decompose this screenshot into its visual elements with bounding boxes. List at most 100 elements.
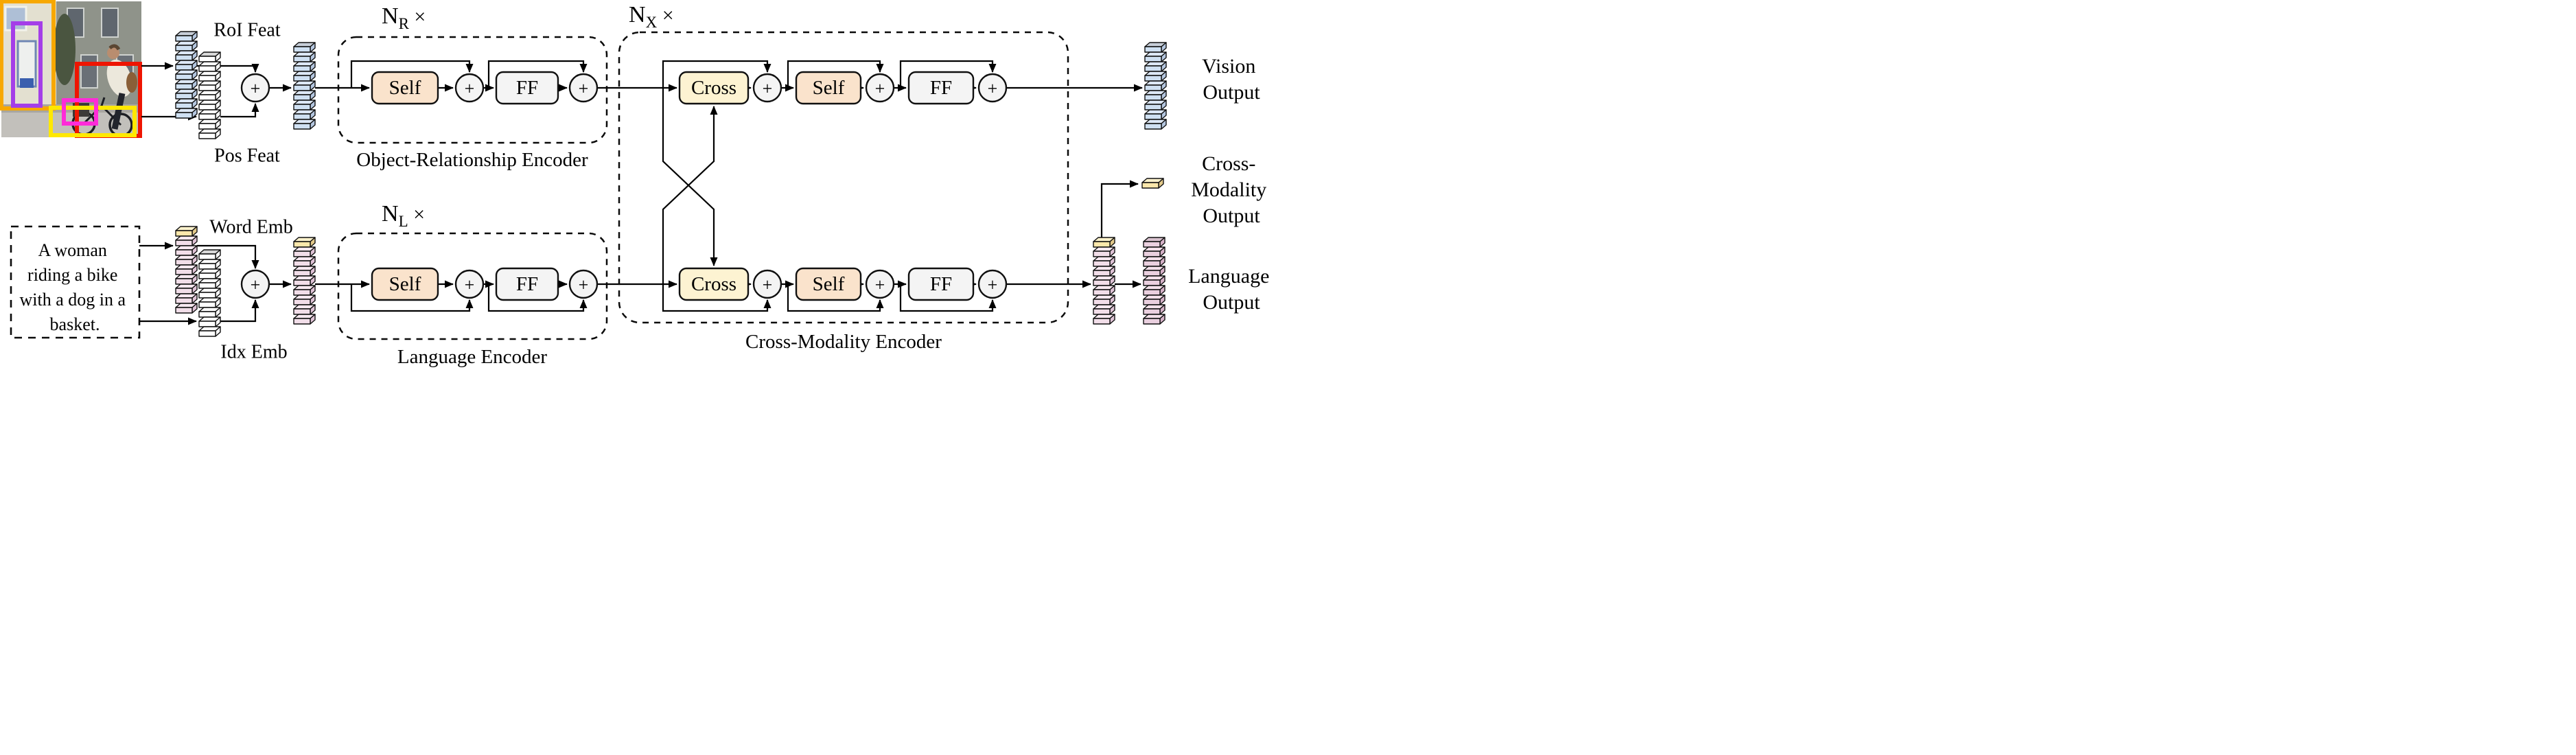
idx-emb-label: Idx Emb: [220, 342, 287, 363]
feature-cell: [175, 235, 198, 246]
nl-repeat-label: NL ×: [382, 201, 425, 230]
feature-cell: [293, 90, 316, 101]
rider-body: [106, 59, 132, 97]
blocks: Self FF Self FF Cross Self FF Cross Self…: [371, 71, 975, 301]
feature-cell: [293, 285, 316, 296]
feature-cell: [175, 98, 198, 109]
roi-feat-label: RoI Feat: [213, 20, 280, 41]
residual-skip: [787, 284, 884, 312]
plus-sign: +: [251, 275, 261, 295]
add-circle: [240, 269, 270, 299]
feature-cell: [198, 128, 221, 139]
feature-cell: [293, 275, 316, 286]
feature-cell: [175, 69, 198, 80]
feature-cell: [293, 42, 316, 53]
self-attention-block: [795, 71, 862, 105]
feature-cell: [293, 80, 316, 91]
sum-circles: ++++++++++++: [240, 73, 1008, 299]
self-label: Self: [813, 273, 845, 295]
cross-label: Cross: [691, 273, 736, 295]
feature-cell: [198, 297, 221, 308]
feature-cell: [293, 304, 316, 315]
ff-label: FF: [516, 273, 538, 295]
feature-cell: [175, 274, 198, 285]
lxmert-architecture-figure: A woman riding a bike with a dog in a ba…: [0, 0, 1288, 378]
feature-cell: [1143, 237, 1165, 248]
feature-cell: [175, 255, 198, 266]
plus-sign: +: [465, 275, 475, 295]
residual-skip: [787, 60, 884, 88]
cross-exchange-up: [662, 106, 718, 284]
feature-cell: [198, 61, 221, 72]
tree: [54, 14, 76, 85]
arrow-pos-to-sum: [220, 103, 259, 118]
feature-cell: [1143, 246, 1165, 257]
feature-cell: [1144, 80, 1167, 91]
nx-repeat-label: NX ×: [629, 2, 674, 31]
language-output-stack: [1143, 237, 1165, 325]
sentence-text: A woman riding a bike with a dog in a ba…: [19, 240, 130, 334]
feature-cell: [1093, 275, 1115, 286]
self-attention-block: [371, 267, 439, 301]
window: [101, 8, 119, 38]
feature-cell: [1144, 119, 1167, 130]
feature-cell: [1143, 275, 1165, 286]
diagram-svg: A woman riding a bike with a dog in a ba…: [0, 0, 1275, 368]
feature-cell: [1141, 178, 1164, 189]
rider-hair: [108, 44, 121, 51]
feature-cell: [1143, 294, 1165, 305]
feature-cell: [175, 60, 198, 71]
feature-cell: [293, 256, 316, 267]
feature-cell: [1144, 51, 1167, 62]
add-circle: [865, 269, 895, 299]
feature-cell: [175, 245, 198, 256]
feature-cell: [293, 61, 316, 72]
word-emb-label: Word Emb: [209, 217, 292, 238]
language-output-label: Language Output: [1188, 265, 1275, 314]
bbox-bike: [49, 106, 137, 137]
add-circle: [568, 73, 599, 103]
feature-cell: [198, 268, 221, 279]
residual-skip: [487, 284, 588, 312]
feature-cell: [1143, 285, 1165, 296]
language-encoder-box: [337, 232, 608, 340]
cross-modality-output-label: Cross- Modality Output: [1191, 152, 1272, 227]
feature-cell: [1093, 294, 1115, 305]
feature-cell: [175, 50, 198, 61]
residual-skip: [662, 284, 771, 312]
blue-steps: [20, 78, 34, 88]
bbox-basket: [62, 98, 98, 126]
feed-forward-block: [495, 71, 559, 105]
self-label: Self: [389, 77, 421, 99]
feature-cell: [1143, 314, 1165, 325]
self-label: Self: [389, 273, 421, 295]
object-relationship-encoder-box: [337, 36, 608, 144]
window: [4, 5, 27, 32]
feature-cell: [198, 259, 221, 270]
scene-photo: [0, 0, 142, 138]
idx-emb-stack: [198, 249, 221, 337]
feed-forward-block: [907, 267, 975, 301]
residual-skip: [350, 284, 474, 312]
feature-cell: [175, 283, 198, 294]
plus-sign: +: [465, 79, 475, 99]
window: [80, 54, 98, 89]
language-combined-stack: [293, 237, 316, 325]
feature-cell: [198, 326, 221, 337]
feature-cell: [175, 31, 198, 42]
feature-cell: [175, 303, 198, 314]
arrow-word-to-sum: [197, 244, 259, 269]
pos-feat-stack: [198, 51, 221, 139]
feature-cell: [1093, 285, 1115, 296]
rider-head: [107, 47, 119, 59]
plus-sign: +: [579, 79, 589, 99]
feature-cell: [293, 314, 316, 325]
cross-modality-encoder-box: [618, 31, 1069, 324]
feature-cell: [293, 119, 316, 130]
feature-cell: [175, 264, 198, 275]
feature-cell: [175, 79, 198, 90]
feature-cell: [1093, 256, 1115, 267]
add-circle: [454, 73, 485, 103]
residual-skip: [487, 60, 588, 88]
residual-skip: [662, 60, 771, 88]
